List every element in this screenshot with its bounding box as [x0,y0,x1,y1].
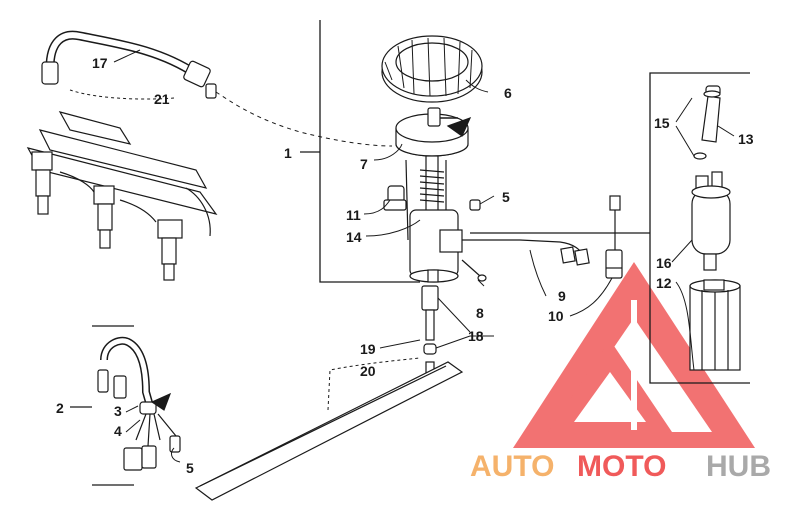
callout-5-harness: 5 [186,460,194,476]
connector-wire [605,195,623,279]
callout-3: 3 [114,403,122,419]
callout-21: 21 [154,91,170,107]
bracket-assembly-1 [319,20,420,283]
callout-12: 12 [656,275,672,291]
callout-10: 10 [548,308,564,324]
callout-9: 9 [558,288,566,304]
callout-7: 7 [360,156,368,172]
callout-17: 17 [92,55,108,71]
callout-14: 14 [346,229,362,245]
callout-1: 1 [284,145,292,161]
injector-1 [31,151,53,215]
fuel-rail-injectors [26,30,218,281]
watermark-logo [513,262,755,448]
watermark-text: AUTO MOTO HUB [470,450,771,483]
callout-16: 16 [656,255,672,271]
watermark-hub: HUB [706,450,771,483]
callout-18: 18 [468,328,484,344]
pump-group [689,85,741,371]
lock-ring [381,35,483,103]
injector-3 [157,219,183,281]
wiring-harness [97,336,181,471]
callout-6: 6 [504,85,512,101]
leader-lines [69,49,735,463]
callout-5-assembly: 5 [502,189,510,205]
pickup-assembly [194,285,464,501]
callout-20: 20 [360,363,376,379]
watermark-auto: AUTO [470,450,554,483]
callout-13: 13 [738,131,754,147]
callout-labels: 1 2 3 4 5 5 6 7 8 9 10 11 12 13 14 15 16… [56,55,754,476]
bracket-pump-group [649,72,750,384]
callout-2: 2 [56,400,64,416]
pump-assembly [383,107,590,283]
callout-15: 15 [654,115,670,131]
watermark-moto: MOTO [577,450,666,483]
callout-19: 19 [360,341,376,357]
group-brackets [70,20,750,486]
callout-11: 11 [346,207,361,223]
logo-inner-cutout-2 [574,372,646,422]
callout-4: 4 [114,423,122,439]
injector-2 [93,185,115,249]
callout-8: 8 [476,305,484,321]
